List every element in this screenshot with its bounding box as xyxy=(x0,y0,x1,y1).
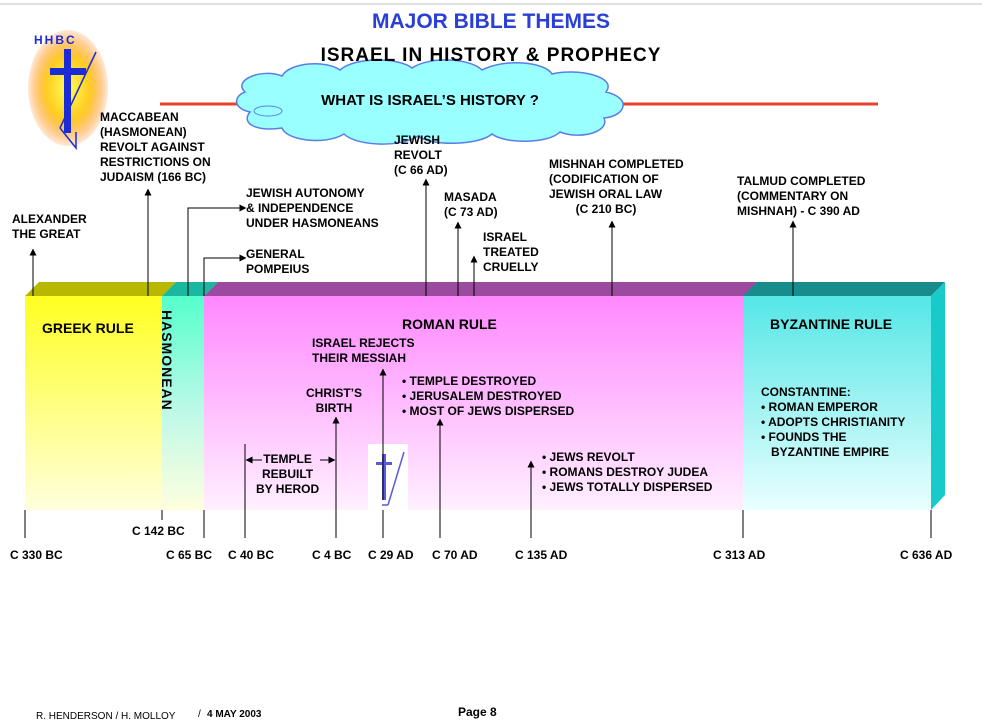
greek-rule-block xyxy=(25,296,163,510)
date-c29ad: C 29 AD xyxy=(368,548,414,562)
label-mishnah: MISHNAH COMPLETED (CODIFICATION OF JEWIS… xyxy=(549,157,684,216)
greek-top xyxy=(25,282,176,296)
label-talmud: TALMUD COMPLETED (COMMENTARY ON MISHNAH)… xyxy=(737,174,866,218)
page-subtitle: ISRAEL IN HISTORY & PROPHECY xyxy=(320,45,662,66)
question-cloud xyxy=(235,59,624,145)
footer-date: 4 MAY 2003 xyxy=(207,709,262,720)
date-c142bc: C 142 BC xyxy=(132,524,185,538)
page-number: Page 8 xyxy=(458,705,497,719)
roman-top xyxy=(204,282,759,296)
cross-icon xyxy=(368,444,408,510)
label-maccabean: MACCABEAN (HASMONEAN) REVOLT AGAINST RES… xyxy=(100,110,211,184)
hasmonean-label: HASMONEAN xyxy=(159,310,175,411)
date-c65bc: C 65 BC xyxy=(166,548,213,562)
hhbc-logo xyxy=(28,30,108,151)
byzantine-rule-block xyxy=(743,296,931,510)
roman-rule-label: ROMAN RULE xyxy=(402,316,497,332)
label-temple-destroyed: • TEMPLE DESTROYED • JERUSALEM DESTROYED… xyxy=(402,374,575,418)
label-rejects-messiah: ISRAEL REJECTS THEIR MESSIAH xyxy=(312,336,415,365)
byzantine-rule-label: BYZANTINE RULE xyxy=(770,316,893,332)
date-c70ad: C 70 AD xyxy=(432,548,478,562)
date-c135ad: C 135 AD xyxy=(515,548,568,562)
page-title: MAJOR BIBLE THEMES xyxy=(371,10,610,33)
greek-rule-label: GREEK RULE xyxy=(42,320,134,336)
label-christ-birth: CHRIST’S BIRTH xyxy=(306,386,363,415)
roman-rule-block xyxy=(204,296,744,510)
label-jews-revolt: • JEWS REVOLT • ROMANS DESTROY JUDEA • J… xyxy=(542,450,713,494)
label-temple-rebuilt: TEMPLE REBUILT BY HEROD xyxy=(256,452,320,496)
label-pompeius: GENERAL POMPEIUS xyxy=(246,247,310,276)
label-jewish-revolt: JEWISH REVOLT (C 66 AD) xyxy=(394,133,448,177)
logo-text: HHBC xyxy=(34,33,77,47)
footer-separator: / xyxy=(198,709,201,720)
label-constantine: CONSTANTINE: • ROMAN EMPEROR • ADOPTS CH… xyxy=(761,385,906,459)
label-masada: MASADA (C 73 AD) xyxy=(444,190,498,219)
date-c40bc: C 40 BC xyxy=(228,548,275,562)
footer-authors: R. HENDERSON / H. MOLLOY xyxy=(36,711,176,722)
cloud-text: WHAT IS ISRAEL’S HISTORY ? xyxy=(321,92,539,109)
date-c330bc: C 330 BC xyxy=(10,548,63,562)
hasmonean-block xyxy=(162,296,204,510)
byzantine-side xyxy=(931,282,945,510)
date-c4bc: C 4 BC xyxy=(312,548,352,562)
date-c313ad: C 313 AD xyxy=(713,548,766,562)
label-treated-cruelly: ISRAEL TREATED CRUELLY xyxy=(483,230,539,274)
label-alexander: ALEXANDER THE GREAT xyxy=(12,212,87,241)
label-autonomy: JEWISH AUTONOMY & INDEPENDENCE UNDER HAS… xyxy=(246,186,379,230)
byzantine-top xyxy=(743,282,945,296)
date-c636ad: C 636 AD xyxy=(900,548,953,562)
